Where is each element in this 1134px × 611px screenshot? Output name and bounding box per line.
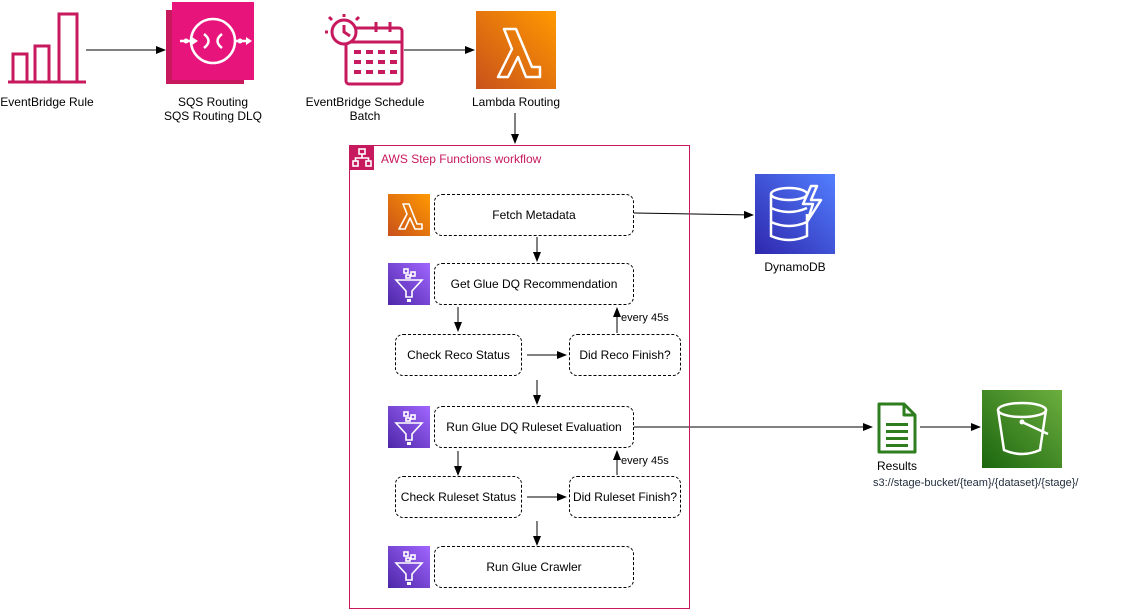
check-ruleset-status-label: Check Ruleset Status: [400, 490, 517, 504]
check-reco-status-label: Check Reco Status: [407, 348, 510, 362]
get-recommendation-label: Get Glue DQ Recommendation: [450, 277, 618, 291]
fetch-metadata-label: Fetch Metadata: [492, 208, 576, 222]
did-ruleset-finish-step[interactable]: Did Ruleset Finish?: [569, 476, 681, 518]
step-functions-icon: [350, 146, 374, 170]
get-recommendation-step[interactable]: Get Glue DQ Recommendation: [434, 263, 634, 305]
step-functions-title: AWS Step Functions workflow: [381, 152, 542, 166]
eventbridge-rule-label: EventBridge Rule: [0, 95, 94, 109]
results-label: Results: [876, 459, 917, 473]
s3-bucket-icon: [982, 390, 1062, 468]
eventbridge-rule-icon: [8, 12, 86, 84]
eventbridge-schedule-label: EventBridge Schedule Batch: [305, 95, 425, 123]
glue-icon: [388, 263, 430, 305]
lambda-icon: [476, 11, 556, 89]
sqs-icon: [166, 2, 254, 84]
ruleset-interval-note: every 45s: [621, 455, 669, 467]
check-ruleset-status-step[interactable]: Check Ruleset Status: [395, 476, 522, 518]
lambda-routing-label: Lambda Routing: [471, 95, 561, 109]
run-crawler-label: Run Glue Crawler: [486, 560, 582, 574]
document-icon: [877, 402, 917, 454]
check-reco-status-step[interactable]: Check Reco Status: [395, 334, 522, 376]
fetch-metadata-step[interactable]: Fetch Metadata: [434, 194, 634, 236]
reco-interval-note: every 45s: [621, 312, 669, 324]
run-ruleset-evaluation-label: Run Glue DQ Ruleset Evaluation: [446, 420, 622, 434]
dynamodb-label: DynamoDB: [764, 260, 826, 274]
dynamodb-icon: [755, 174, 835, 254]
did-ruleset-finish-label: Did Ruleset Finish?: [572, 490, 678, 504]
run-ruleset-evaluation-step[interactable]: Run Glue DQ Ruleset Evaluation: [434, 406, 634, 448]
did-reco-finish-label: Did Reco Finish?: [579, 348, 671, 362]
s3-path-label: s3://stage-bucket/{team}/{dataset}/{stag…: [873, 477, 1079, 489]
lambda-icon: [388, 194, 430, 236]
arrow-fetch-to-dynamodb: [633, 210, 754, 219]
did-reco-finish-step[interactable]: Did Reco Finish?: [569, 334, 681, 376]
eventbridge-schedule-icon: [325, 14, 404, 86]
run-crawler-step[interactable]: Run Glue Crawler: [434, 546, 634, 588]
step-functions-frame: [349, 145, 690, 609]
sqs-label: SQS Routing SQS Routing DLQ: [163, 95, 263, 123]
glue-icon: [388, 406, 430, 448]
glue-icon: [388, 546, 430, 588]
